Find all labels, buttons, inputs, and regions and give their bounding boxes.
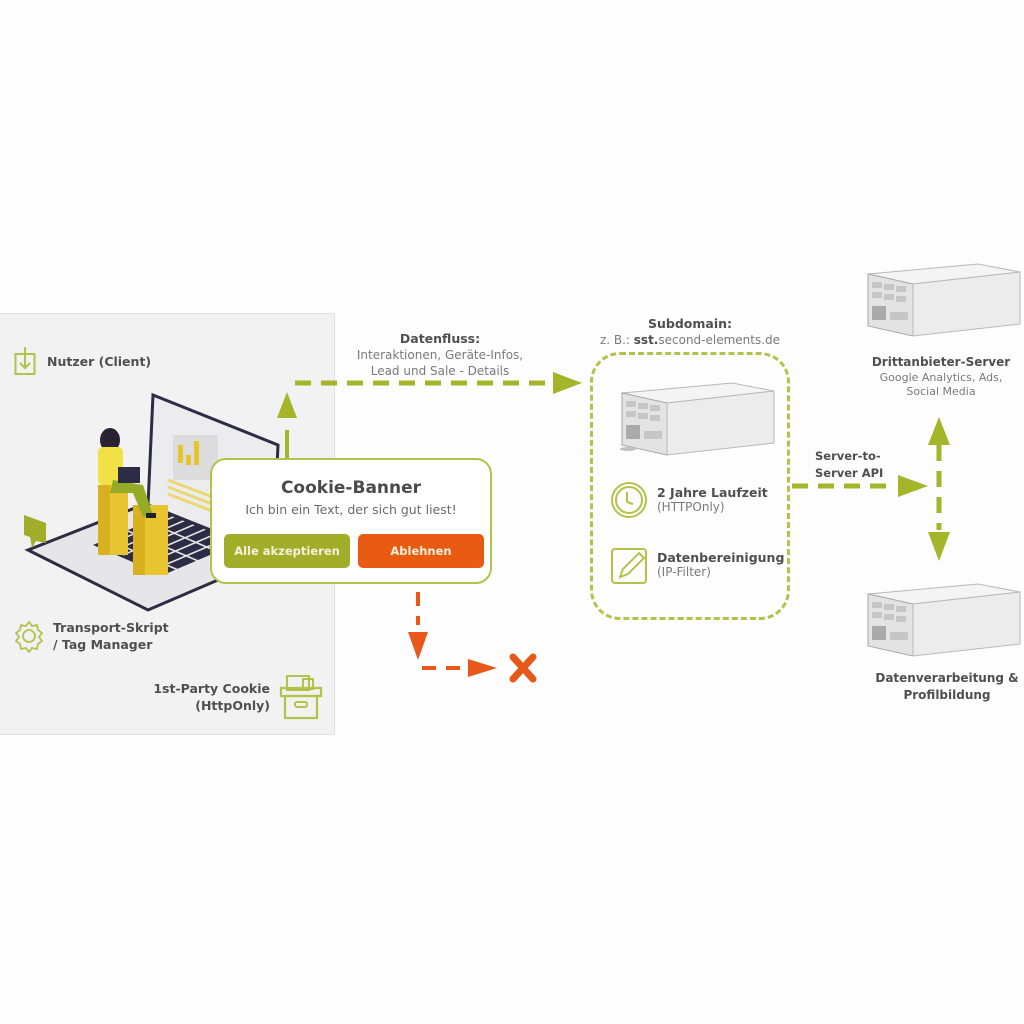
- feature-runtime: 2 Jahre Laufzeit (HTTPOnly): [657, 485, 768, 514]
- third-party-server-icon: [858, 256, 1023, 341]
- data-flow-label: Datenfluss: Interaktionen, Geräte-Infos,…: [356, 331, 524, 378]
- cancel-x-icon: [509, 653, 537, 683]
- third-party-label: Drittanbieter-Server Google Analytics, A…: [871, 355, 1011, 398]
- download-box-icon: [14, 346, 36, 376]
- pencil-edit-icon: [610, 545, 650, 585]
- user-client-label: Nutzer (Client): [47, 354, 152, 369]
- processing-label: Datenverarbeitung & Profilbildung: [875, 671, 1019, 702]
- cookie-banner: Cookie-Banner Ich bin ein Text, der sich…: [210, 458, 492, 584]
- arrowhead-down-processing: [928, 532, 950, 561]
- arrowhead-right: [553, 372, 582, 394]
- subdomain-example: z. B.: sst.second-elements.de: [599, 333, 781, 347]
- archive-box-icon: [279, 673, 323, 721]
- processing-server-icon: [858, 576, 1023, 661]
- server-icon: [612, 375, 777, 460]
- arrowhead-down-reject: [408, 632, 428, 660]
- transport-script-label: Transport-Skript / Tag Manager: [53, 620, 169, 652]
- feature-data-cleaning: Datenbereinigung (IP-Filter): [657, 550, 785, 579]
- cookie-banner-text: Ich bin ein Text, der sich gut liest!: [245, 502, 457, 517]
- gear-icon: [12, 619, 46, 653]
- arrowhead-up: [277, 392, 297, 418]
- subdomain-label: Subdomain: z. B.: sst.second-elements.de: [560, 315, 820, 348]
- clock-icon: [610, 481, 648, 519]
- accept-all-button[interactable]: Alle akzeptieren: [224, 534, 350, 568]
- reject-button[interactable]: Ablehnen: [358, 534, 484, 568]
- subdomain-container: [590, 352, 790, 620]
- arrowhead-up-thirdparty: [928, 417, 950, 445]
- first-party-cookie-label: 1st-Party Cookie (HttpOnly): [153, 681, 270, 713]
- arrowhead-right-reject: [468, 659, 497, 677]
- cookie-banner-title: Cookie-Banner: [280, 478, 422, 498]
- server-api-label: Server-to- Server API: [815, 449, 884, 480]
- arrowhead-right-api: [898, 475, 928, 497]
